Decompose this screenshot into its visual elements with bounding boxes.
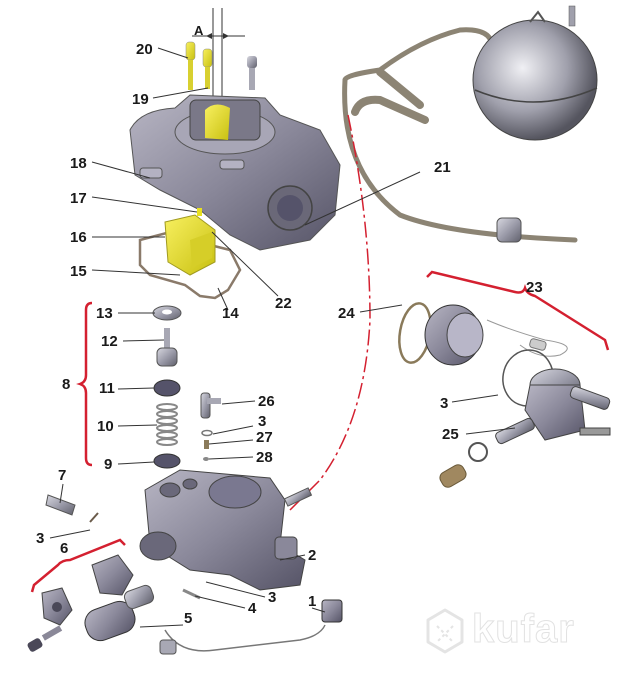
part-26-fitting (200, 392, 221, 419)
callout-15: 15 (70, 263, 87, 280)
hose-clamp (468, 442, 488, 462)
callout-28: 28 (256, 449, 273, 466)
inline-fuel-filter (496, 217, 522, 243)
part-17-pin (197, 208, 202, 216)
callout-11: 11 (99, 380, 115, 397)
callout-22: 22 (275, 295, 292, 312)
float-16 (164, 214, 216, 276)
part-28-ball (203, 457, 209, 461)
wire-plug (529, 338, 547, 351)
part-3-pin (89, 512, 99, 523)
callout-13: 13 (96, 305, 113, 322)
screw-20 (185, 41, 196, 90)
part-11-seat (153, 379, 181, 397)
callout-3-lower: 3 (268, 589, 277, 606)
callout-18: 18 (70, 155, 87, 172)
callout-24: 24 (338, 305, 355, 322)
part-7-screw (45, 494, 76, 516)
bracket-23 (426, 270, 610, 351)
part-5-solenoid (84, 584, 155, 642)
callout-2: 2 (308, 547, 317, 564)
part-24-diaphragm-cap (398, 302, 484, 366)
callout-8: 8 (62, 376, 71, 393)
callout-26: 26 (258, 393, 275, 410)
part-13-washer (152, 305, 182, 321)
callout-1: 1 (308, 593, 317, 610)
part-27-jet (204, 440, 209, 449)
callout-12: 12 (101, 333, 118, 350)
callout-3-left: 3 (36, 530, 45, 547)
part-12-valve (156, 328, 178, 367)
bracket-8 (76, 301, 93, 467)
callout-5: 5 (184, 610, 193, 627)
callout-3-upper: 3 (258, 413, 267, 430)
dimension-a-label: A (194, 23, 204, 38)
part-3-oring-small (201, 429, 213, 437)
part-25-housing (495, 368, 611, 445)
callout-10: 10 (97, 418, 114, 435)
callout-25: 25 (442, 426, 459, 443)
part-9-washer (153, 453, 181, 469)
watermark-text: kufar (472, 607, 575, 652)
ball-reservoir (472, 5, 598, 141)
callout-21: 21 (434, 159, 451, 176)
assembly-axis-line (289, 114, 371, 511)
callout-27: 27 (256, 429, 273, 446)
screw-top-right (247, 56, 257, 90)
callout-20: 20 (136, 41, 153, 58)
callout-17: 17 (70, 190, 87, 207)
callout-16: 16 (70, 229, 87, 246)
leader-lines (49, 47, 516, 628)
part-10-spring (156, 403, 178, 446)
vacuum-wire (486, 319, 568, 357)
callout-19: 19 (132, 91, 149, 108)
bracket-6 (30, 538, 126, 593)
kufar-watermark: kufar (420, 605, 630, 655)
callout-7: 7 (58, 467, 67, 484)
kufar-logo-icon (426, 608, 464, 654)
small-bolt (27, 625, 63, 652)
callout-6: 6 (60, 540, 69, 557)
callout-14: 14 (222, 305, 239, 322)
carburetor-lower-body (139, 469, 306, 591)
callout-23: 23 (526, 279, 543, 296)
part-6-diaphragm (41, 554, 134, 626)
callout-9: 9 (104, 456, 113, 473)
callout-4: 4 (248, 600, 257, 617)
screw-19 (202, 48, 213, 89)
callout-3-right: 3 (440, 395, 449, 412)
fuel-filter-element (439, 464, 467, 488)
carburetor-top-cover (129, 94, 341, 251)
idle-jet-tube (283, 487, 313, 507)
